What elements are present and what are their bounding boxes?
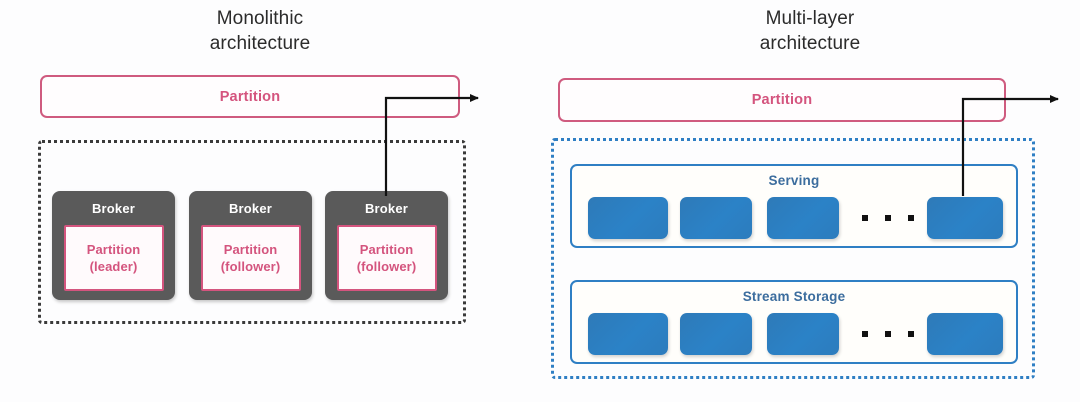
layer-title: Stream Storage — [742, 289, 846, 304]
title-line-2: architecture — [209, 33, 311, 54]
storage-node-tile — [680, 313, 752, 355]
broker-card: Broker Partition (follower) — [189, 191, 312, 300]
title-line-1: Monolithic — [216, 8, 304, 29]
storage-node-tile — [767, 313, 839, 355]
ellipsis-icon — [862, 211, 914, 225]
title-line-1: Multi-layer — [765, 8, 855, 29]
layer-serving: Serving — [570, 164, 1018, 248]
broker-label: Broker — [91, 201, 136, 216]
layer-tile-row — [586, 313, 1003, 355]
partition-role: (leader) — [89, 259, 138, 274]
broker-label: Broker — [228, 201, 273, 216]
broker-partition-box: Partition (follower) — [200, 225, 301, 291]
partition-bar-multilayer: Partition — [558, 78, 1006, 122]
serving-node-tile — [927, 197, 1003, 239]
layer-tile-row — [586, 197, 1003, 239]
ellipsis-icon — [862, 327, 914, 341]
serving-node-tile — [767, 197, 839, 239]
partition-name: Partition — [223, 242, 278, 257]
partition-label: Partition — [219, 88, 281, 105]
page-title-monolithic: Monolithic architecture — [150, 6, 370, 56]
storage-node-tile — [927, 313, 1003, 355]
broker-label: Broker — [364, 201, 409, 216]
serving-node-tile — [588, 197, 668, 239]
page-title-multilayer: Multi-layer architecture — [690, 6, 930, 56]
broker-card: Broker Partition (leader) — [52, 191, 175, 300]
partition-label: Partition — [751, 92, 813, 108]
layer-stream-storage: Stream Storage — [570, 280, 1018, 364]
partition-name: Partition — [359, 242, 414, 257]
broker-partition-box: Partition (follower) — [336, 225, 437, 291]
partition-role: (follower) — [220, 259, 281, 274]
partition-name: Partition — [86, 242, 141, 257]
partition-bar-monolithic: Partition — [40, 75, 460, 118]
title-line-2: architecture — [759, 33, 861, 54]
partition-role: (follower) — [356, 259, 417, 274]
broker-partition-box: Partition (leader) — [63, 225, 164, 291]
storage-node-tile — [588, 313, 668, 355]
serving-node-tile — [680, 197, 752, 239]
broker-card: Broker Partition (follower) — [325, 191, 448, 300]
layer-title: Serving — [768, 173, 820, 188]
